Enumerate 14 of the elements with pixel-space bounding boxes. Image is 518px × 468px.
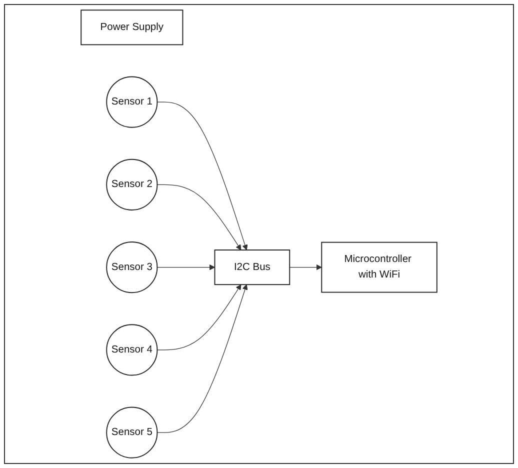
node-box: I2C Bus [214, 250, 290, 286]
arrow [156, 264, 215, 270]
node-circle: Sensor 4 [106, 324, 158, 376]
arrow [156, 184, 242, 250]
node-circle: Sensor 5 [106, 406, 158, 458]
node-box: Power Supply [80, 10, 184, 46]
node-box: Microcontroller with WiFi [321, 242, 438, 293]
arrow [156, 284, 242, 350]
arrow [156, 102, 248, 250]
arrow [289, 264, 322, 270]
node-circle: Sensor 3 [106, 242, 158, 294]
node-circle: Sensor 1 [106, 76, 158, 128]
node-circle: Sensor 2 [106, 158, 158, 210]
arrow [156, 284, 248, 433]
